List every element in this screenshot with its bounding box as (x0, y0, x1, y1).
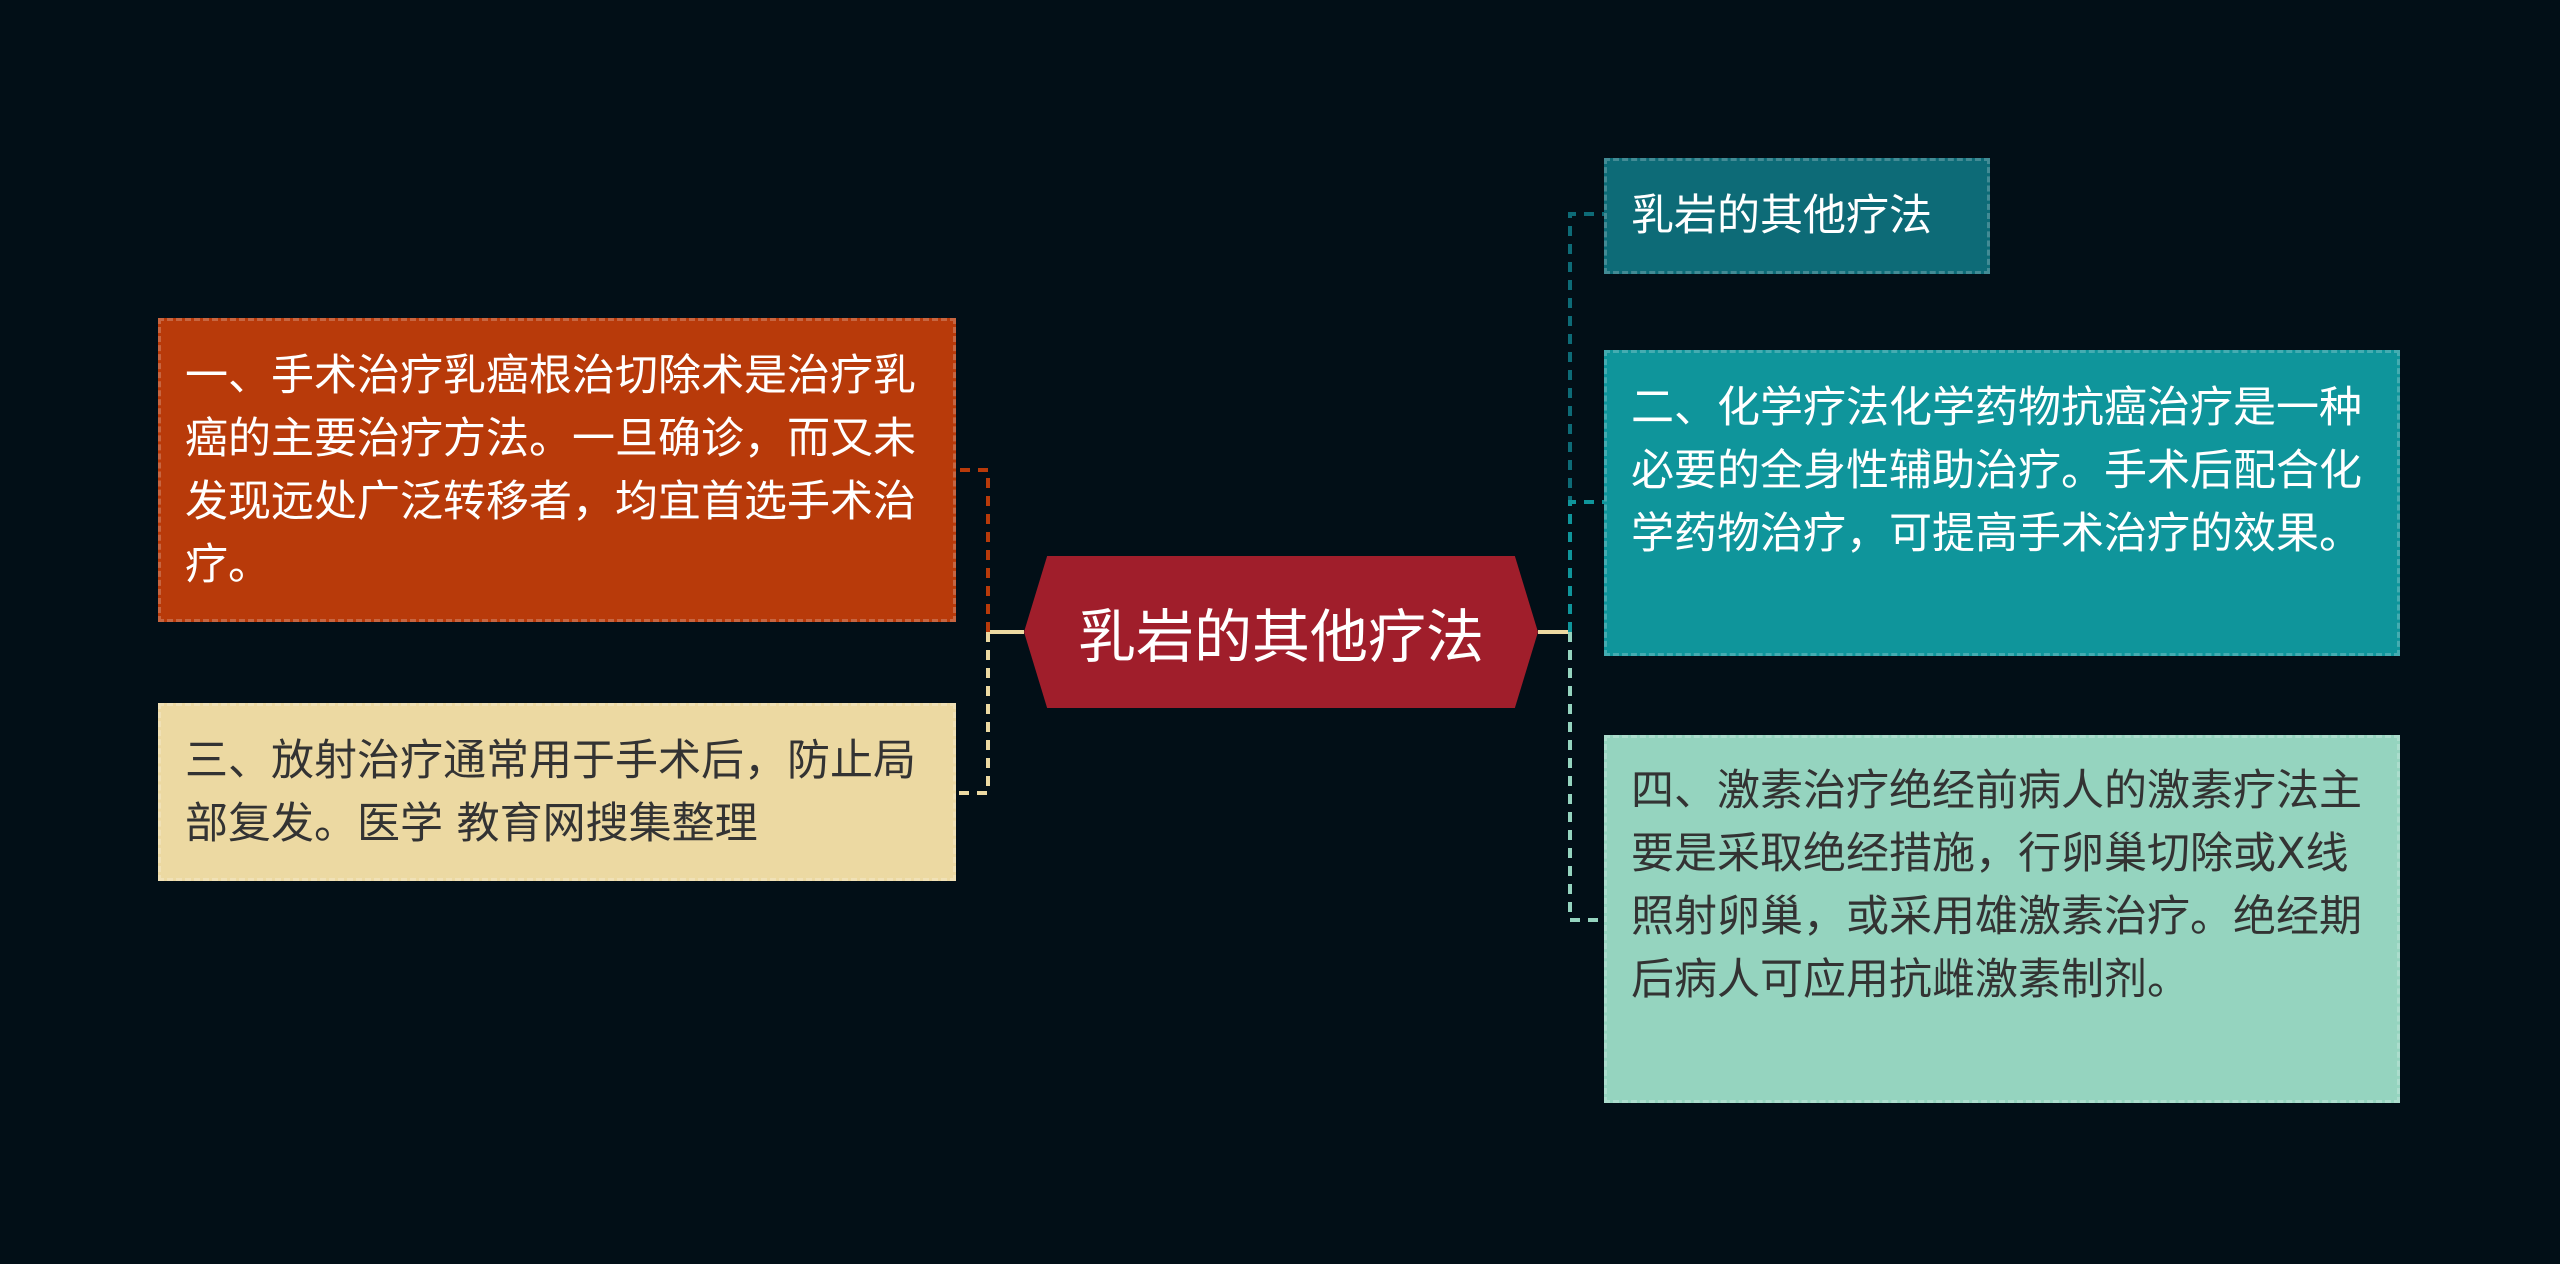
right-topic-text-1: 乳岩的其他疗法 (1631, 190, 1932, 241)
connector-left-2 (956, 632, 990, 795)
connector-right-1 (1568, 212, 1604, 632)
left-topic-node-1[interactable]: 一、手术治疗乳癌根治切除术是治疗乳癌的主要治疗方法。一旦确诊，而又未发现远处广泛… (158, 318, 956, 622)
left-topic-node-2[interactable]: 三、放射治疗通常用于手术后，防止局部复发。医学 教育网搜集整理 (158, 703, 956, 881)
right-topic-node-2[interactable]: 二、化学疗法化学药物抗癌治疗是一种必要的全身性辅助治疗。手术后配合化学药物治疗，… (1604, 350, 2400, 656)
right-topic-node-1[interactable]: 乳岩的其他疗法 (1604, 158, 1990, 274)
connector-left-1 (956, 468, 990, 632)
right-topic-text-2: 二、化学疗法化学药物抗癌治疗是一种必要的全身性辅助治疗。手术后配合化学药物治疗，… (1631, 383, 2362, 559)
connector-right-3 (1568, 632, 1604, 922)
connector-right-2 (1568, 500, 1604, 632)
right-topic-node-3[interactable]: 四、激素治疗绝经前病人的激素疗法主要是采取绝经措施，行卵巢切除或X线照射卵巢，或… (1604, 735, 2400, 1103)
left-topic-text-1: 一、手术治疗乳癌根治切除术是治疗乳癌的主要治疗方法。一旦确诊，而又未发现远处广泛… (185, 351, 916, 590)
right-topic-text-3: 四、激素治疗绝经前病人的激素疗法主要是采取绝经措施，行卵巢切除或X线照射卵巢，或… (1631, 766, 2362, 1005)
center-topic-node[interactable]: 乳岩的其他疗法 (1024, 556, 1538, 708)
center-topic-label: 乳岩的其他疗法 (1077, 603, 1484, 671)
left-topic-text-2: 三、放射治疗通常用于手术后，防止局部复发。医学 教育网搜集整理 (185, 736, 916, 849)
